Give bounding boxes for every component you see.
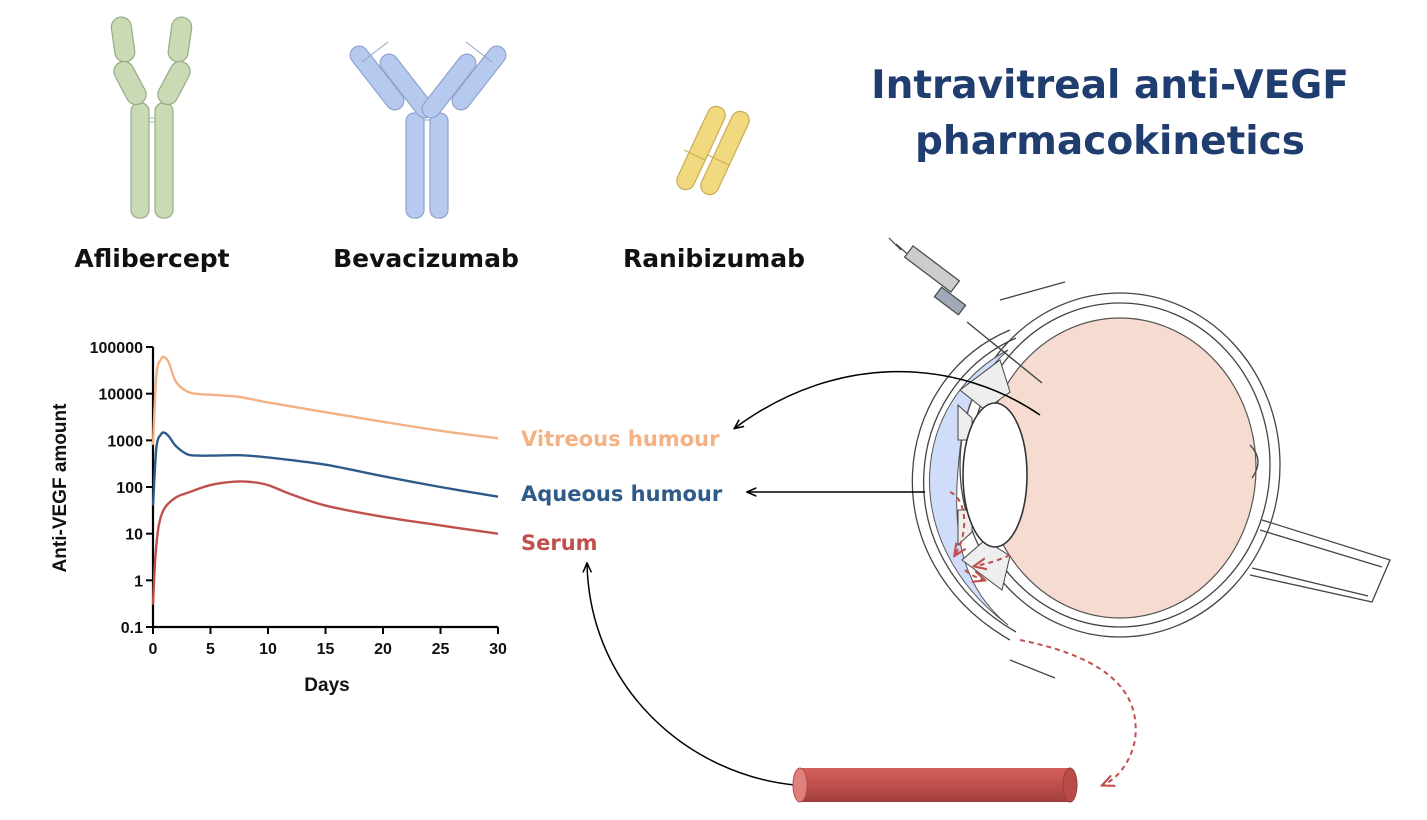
y-axis-label: Anti-VEGF amount xyxy=(50,403,71,573)
y-tick-label: 10 xyxy=(125,527,143,544)
slide-title: Intravitreal anti-VEGF pharmacokinetics xyxy=(860,58,1360,170)
x-tick-label: 25 xyxy=(432,641,450,658)
bevacizumab-molecule-icon xyxy=(349,41,507,219)
compartment-arrows xyxy=(587,370,1041,786)
series-line-serum xyxy=(151,480,499,605)
pharmacokinetics-chart: 0.1 1 10 100 1000 10000 100000 0 5 10 15 20 25 30 Day… xyxy=(50,340,507,696)
aqueous-humour-label: Aqueous humour xyxy=(521,482,723,506)
x-axis-label: Days xyxy=(304,675,349,696)
syringe-icon xyxy=(888,237,1043,384)
bevacizumab-label: Bevacizumab xyxy=(333,244,519,273)
y-tick-label: 1 xyxy=(134,573,143,590)
optic-nerve xyxy=(1249,519,1391,603)
ranibizumab-label: Ranibizumab xyxy=(622,244,806,273)
x-tick-label: 10 xyxy=(259,641,277,658)
ranibizumab-molecule-icon xyxy=(676,105,750,196)
title-line-1: Intravitreal anti-VEGF xyxy=(871,63,1349,108)
x-tick-label: 20 xyxy=(374,641,392,658)
y-tick-label: 1000 xyxy=(107,433,143,450)
y-tick-label: 10000 xyxy=(99,387,144,404)
y-tick-label: 100000 xyxy=(90,340,143,357)
serum-label: Serum xyxy=(521,531,598,555)
lens xyxy=(962,402,1028,548)
antibody-illustrations xyxy=(110,16,750,219)
aflibercept-label: Aflibercept xyxy=(74,244,230,273)
x-tick-label: 5 xyxy=(206,641,215,658)
vitreous-humour-label: Vitreous humour xyxy=(521,427,720,451)
y-tick-label: 0.1 xyxy=(121,620,143,637)
x-tick-label: 15 xyxy=(317,641,335,658)
series-line-aqueous xyxy=(151,431,499,506)
aqueous-outflow-arrows xyxy=(949,491,1137,785)
blood-vessel-icon xyxy=(792,767,1078,803)
title-line-2: pharmacokinetics xyxy=(915,119,1305,164)
y-tick-label: 100 xyxy=(116,480,143,497)
x-tick-label: 0 xyxy=(149,641,158,658)
cornea xyxy=(911,329,1011,641)
series-line-vitreous xyxy=(151,355,499,445)
x-tick-label: 30 xyxy=(489,641,507,658)
aflibercept-molecule-icon xyxy=(110,16,193,219)
